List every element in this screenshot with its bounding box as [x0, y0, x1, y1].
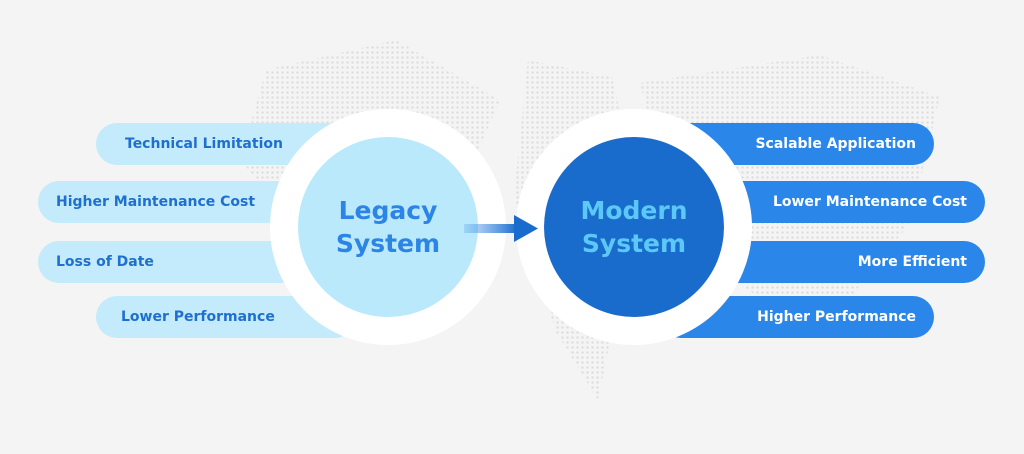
item-label: More Efficient	[857, 254, 967, 270]
item-label: Higher Maintenance Cost	[56, 194, 256, 210]
item-label: Higher Performance	[757, 309, 916, 325]
modern-title-line2: System	[581, 229, 687, 258]
item-label: Lower Maintenance Cost	[772, 194, 967, 210]
legacy-title-line2: System	[335, 229, 441, 258]
item-label: Loss of Date	[56, 254, 154, 270]
modern-title-line1: Modern	[580, 196, 688, 225]
item-label: Lower Performance	[121, 309, 275, 325]
legacy-title-line1: Legacy	[338, 196, 438, 225]
item-label: Scalable Application	[755, 136, 916, 152]
item-label: Technical Limitation	[125, 136, 283, 152]
arrow-right-icon	[464, 215, 538, 242]
